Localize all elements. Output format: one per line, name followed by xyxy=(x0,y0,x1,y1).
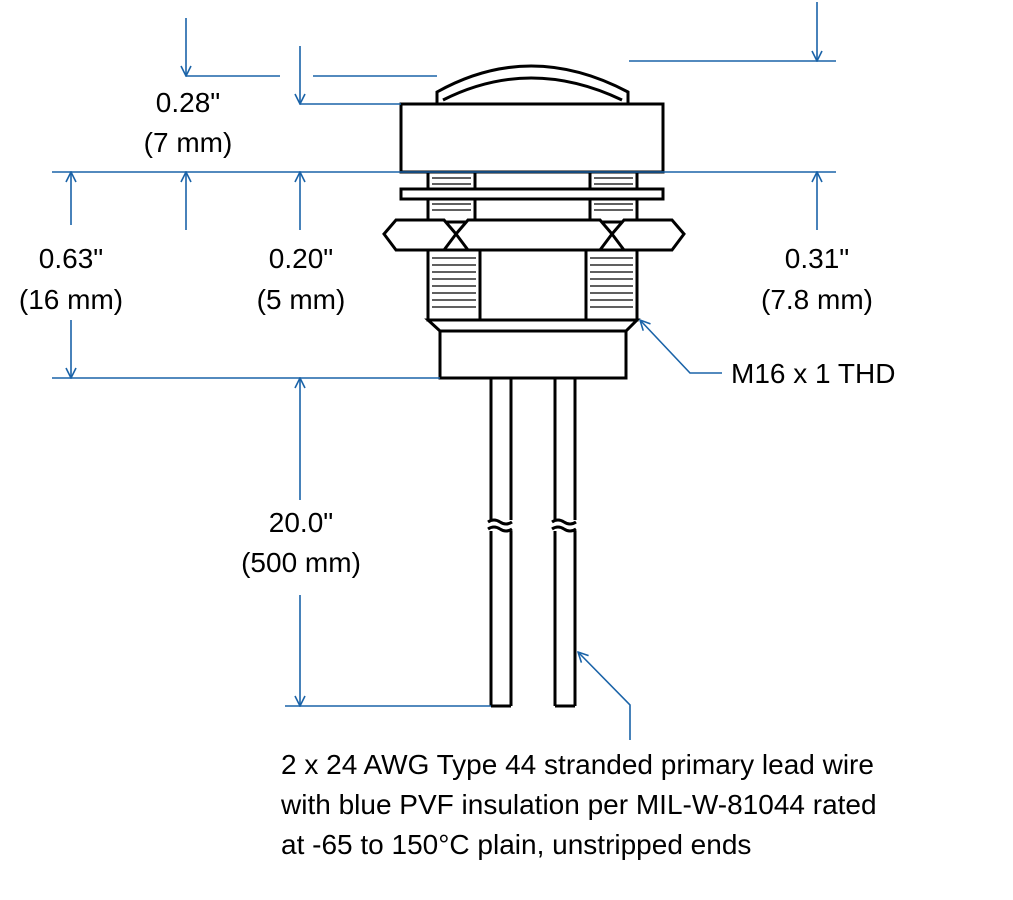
lead-length-mm: (500 mm) xyxy=(241,547,361,578)
dimension-lines xyxy=(52,2,836,740)
body-length-inch: 0.63" xyxy=(39,243,103,274)
thread-core xyxy=(478,248,588,322)
lower-thread-right xyxy=(584,248,639,322)
lower-thread-left xyxy=(426,248,482,322)
body-chamfer xyxy=(424,318,641,333)
flange-gap-mm: (5 mm) xyxy=(257,284,346,315)
lens-height-mm: (7 mm) xyxy=(144,127,233,158)
wire-note-line-3: at -65 to 150°C plain, unstripped ends xyxy=(281,829,751,860)
flange-gap-inch: 0.20" xyxy=(269,243,333,274)
upper-thread-lines xyxy=(432,177,633,211)
lens-height-inch: 0.28" xyxy=(156,87,220,118)
part-drawing xyxy=(382,64,686,708)
lead-wire-right xyxy=(551,378,577,708)
wire-note-line-2: with blue PVF insulation per MIL-W-81044… xyxy=(280,789,877,820)
body-length-mm: (16 mm) xyxy=(19,284,123,315)
bezel xyxy=(399,102,665,174)
total-top-inch: 0.31" xyxy=(785,243,849,274)
dimension-labels: 0.28" (7 mm) 0.63" (16 mm) 0.20" (5 mm) … xyxy=(19,87,896,860)
lead-length-inch: 20.0" xyxy=(269,507,333,538)
lower-thread-lines xyxy=(432,257,633,308)
lead-wire-left xyxy=(487,378,513,708)
total-top-mm: (7.8 mm) xyxy=(761,284,873,315)
wire-note-line-1: 2 x 24 AWG Type 44 stranded primary lead… xyxy=(281,749,874,780)
hex-nut xyxy=(382,218,686,252)
washer xyxy=(399,187,665,201)
thread-callout: M16 x 1 THD xyxy=(731,358,895,389)
lens-inner-arc xyxy=(442,76,623,102)
base xyxy=(438,329,628,380)
